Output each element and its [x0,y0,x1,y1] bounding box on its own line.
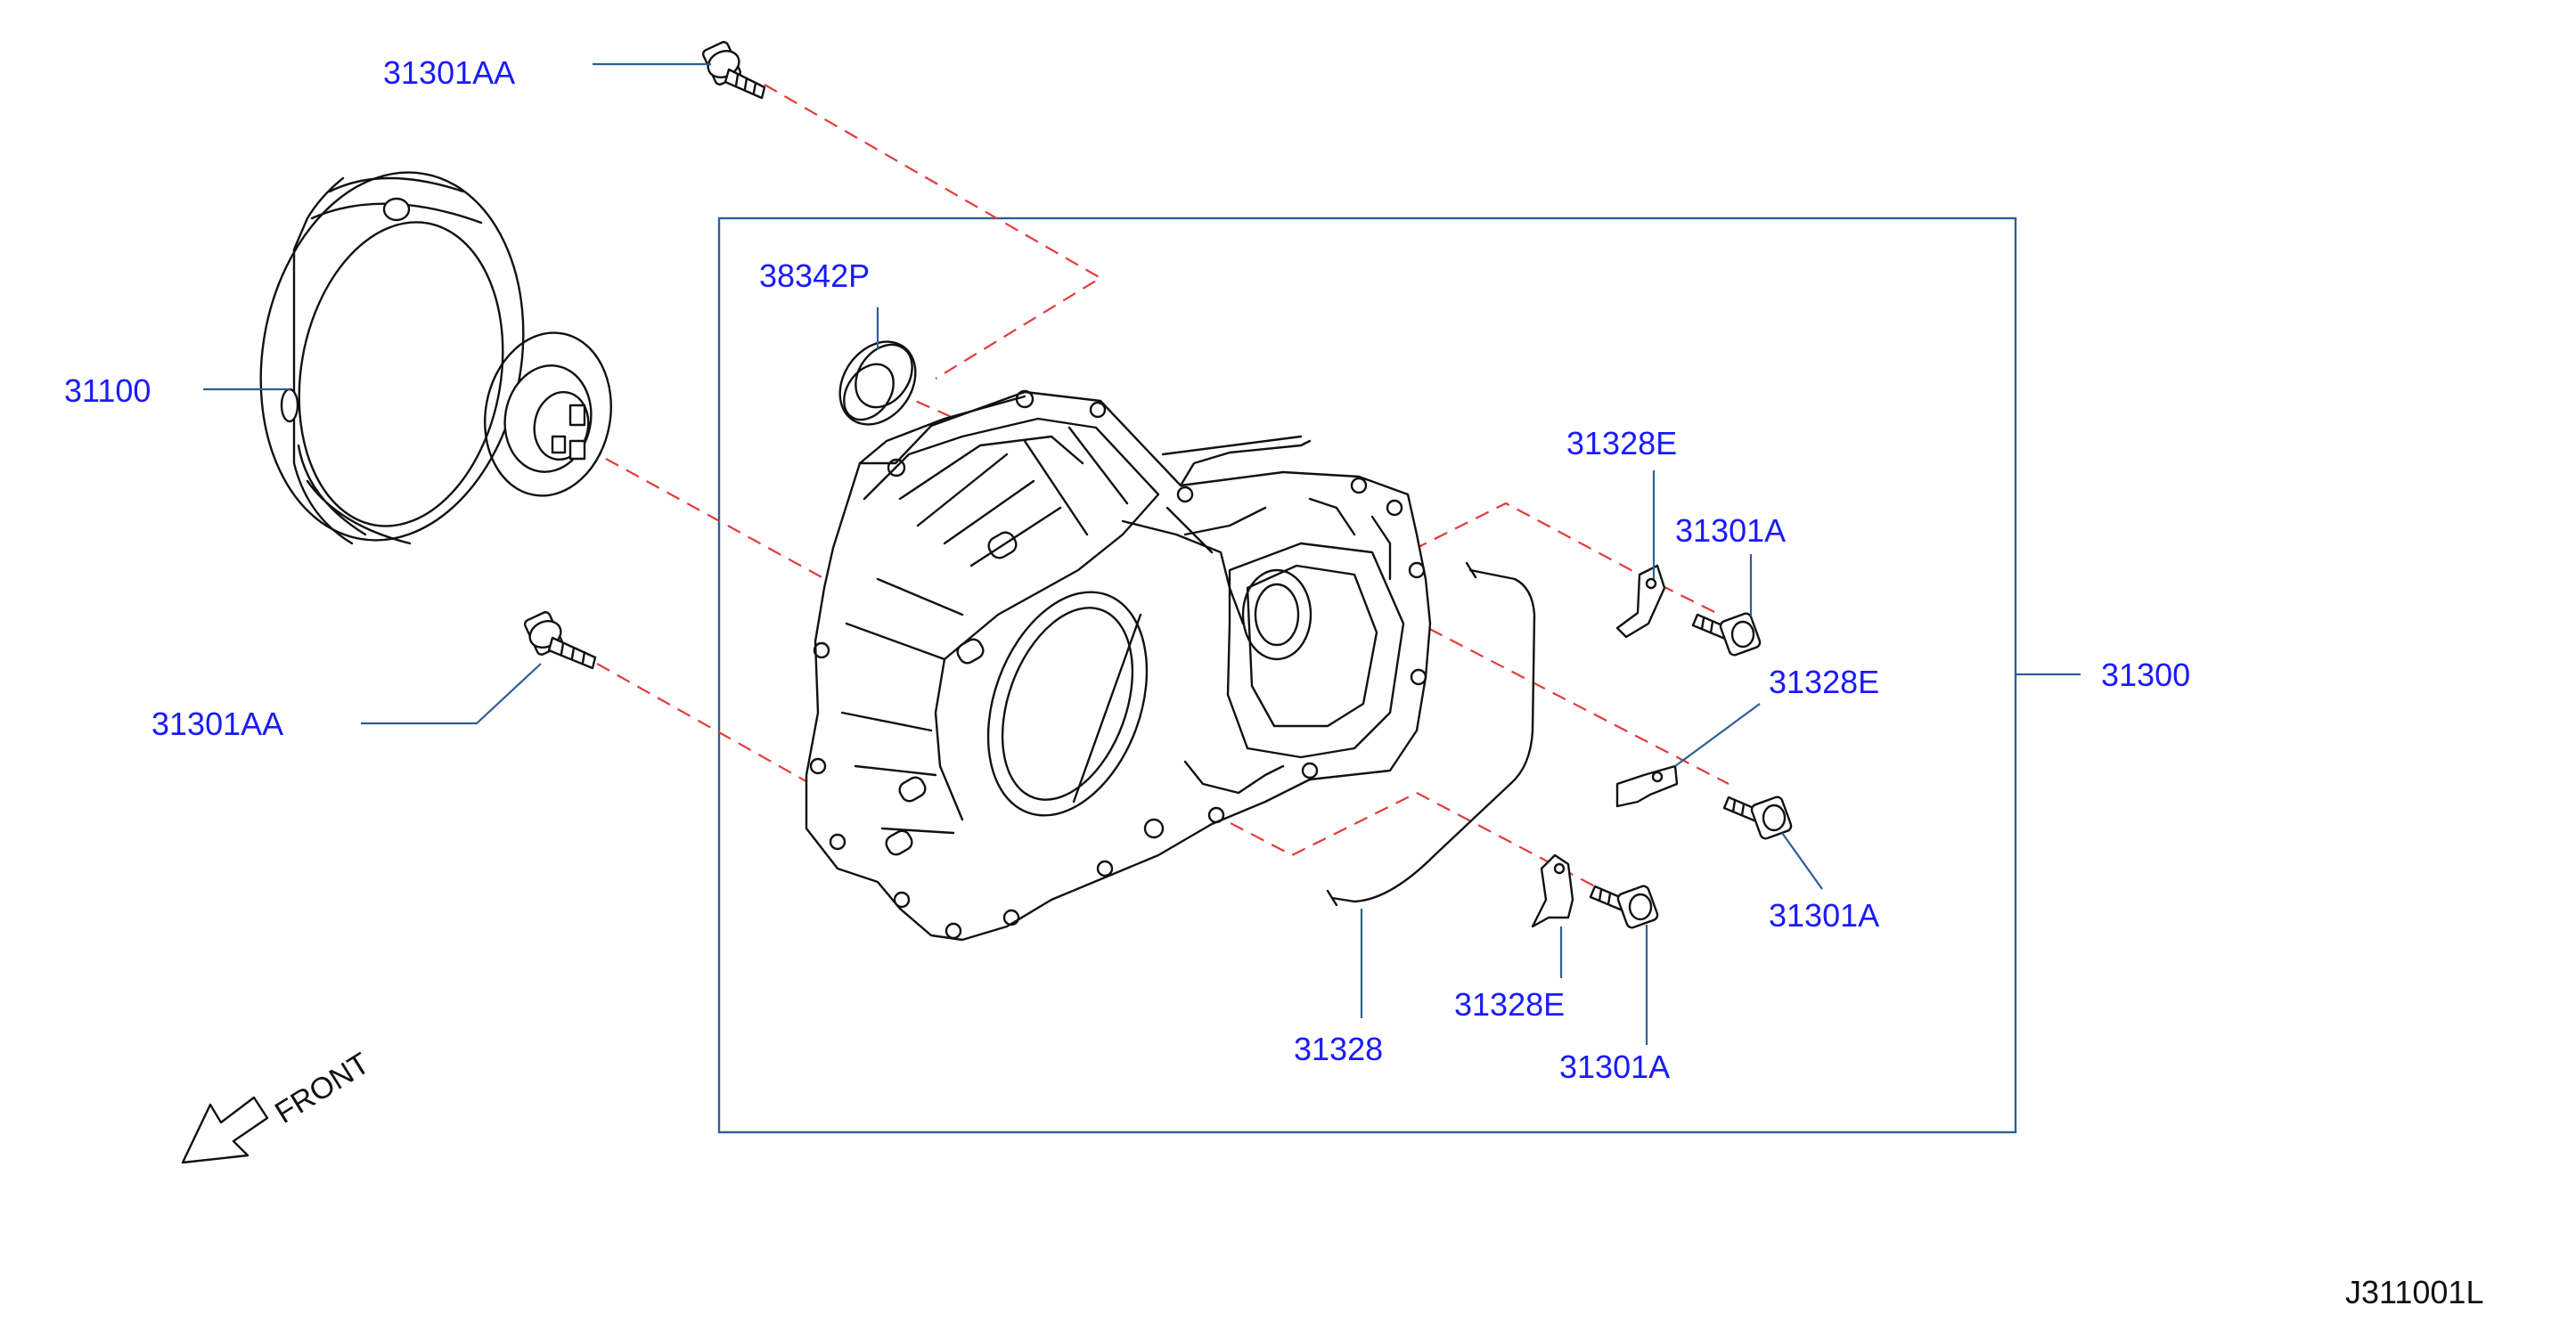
label-bolt-low: 31301A [1559,1049,1670,1085]
oil-seal-38342P [838,340,917,426]
clip-31328E-low [1531,853,1574,928]
label-tube: 31328 [1294,1031,1383,1067]
front-indicator: FRONT [181,1047,376,1164]
label-housing: 31300 [2101,657,2190,693]
bolt-31301AA-top [701,41,766,100]
label-bolt-left: 31301AA [151,706,283,742]
bolt-31301AA-left [523,611,597,670]
label-bolt-mid-right: 31301A [1769,897,1879,934]
clip-31328E-top [1615,564,1666,639]
label-bolt-upper-right: 31301A [1675,512,1786,549]
transmission-housing-31300 [805,389,1432,942]
front-arrow-icon [181,1096,269,1164]
label-bolt-top: 31301AA [383,54,515,91]
label-converter: 31100 [64,372,151,409]
leader-lines [203,62,2081,1045]
bolt-31301A-upper [1691,612,1762,657]
bolt-31301A-low [1589,885,1659,929]
front-label: FRONT [269,1047,375,1130]
label-clip-top: 31328E [1566,425,1677,461]
torque-converter-31100 [259,171,612,545]
label-clip-low: 31328E [1454,986,1565,1023]
clip-31328E-mid [1615,764,1679,808]
bolt-31301A-mid [1722,796,1793,840]
diagram-code: J311001L [2345,1274,2483,1310]
tube-31328 [1326,561,1536,907]
label-oil-seal: 38342P [759,257,870,294]
label-clip-mid: 31328E [1769,664,1879,700]
